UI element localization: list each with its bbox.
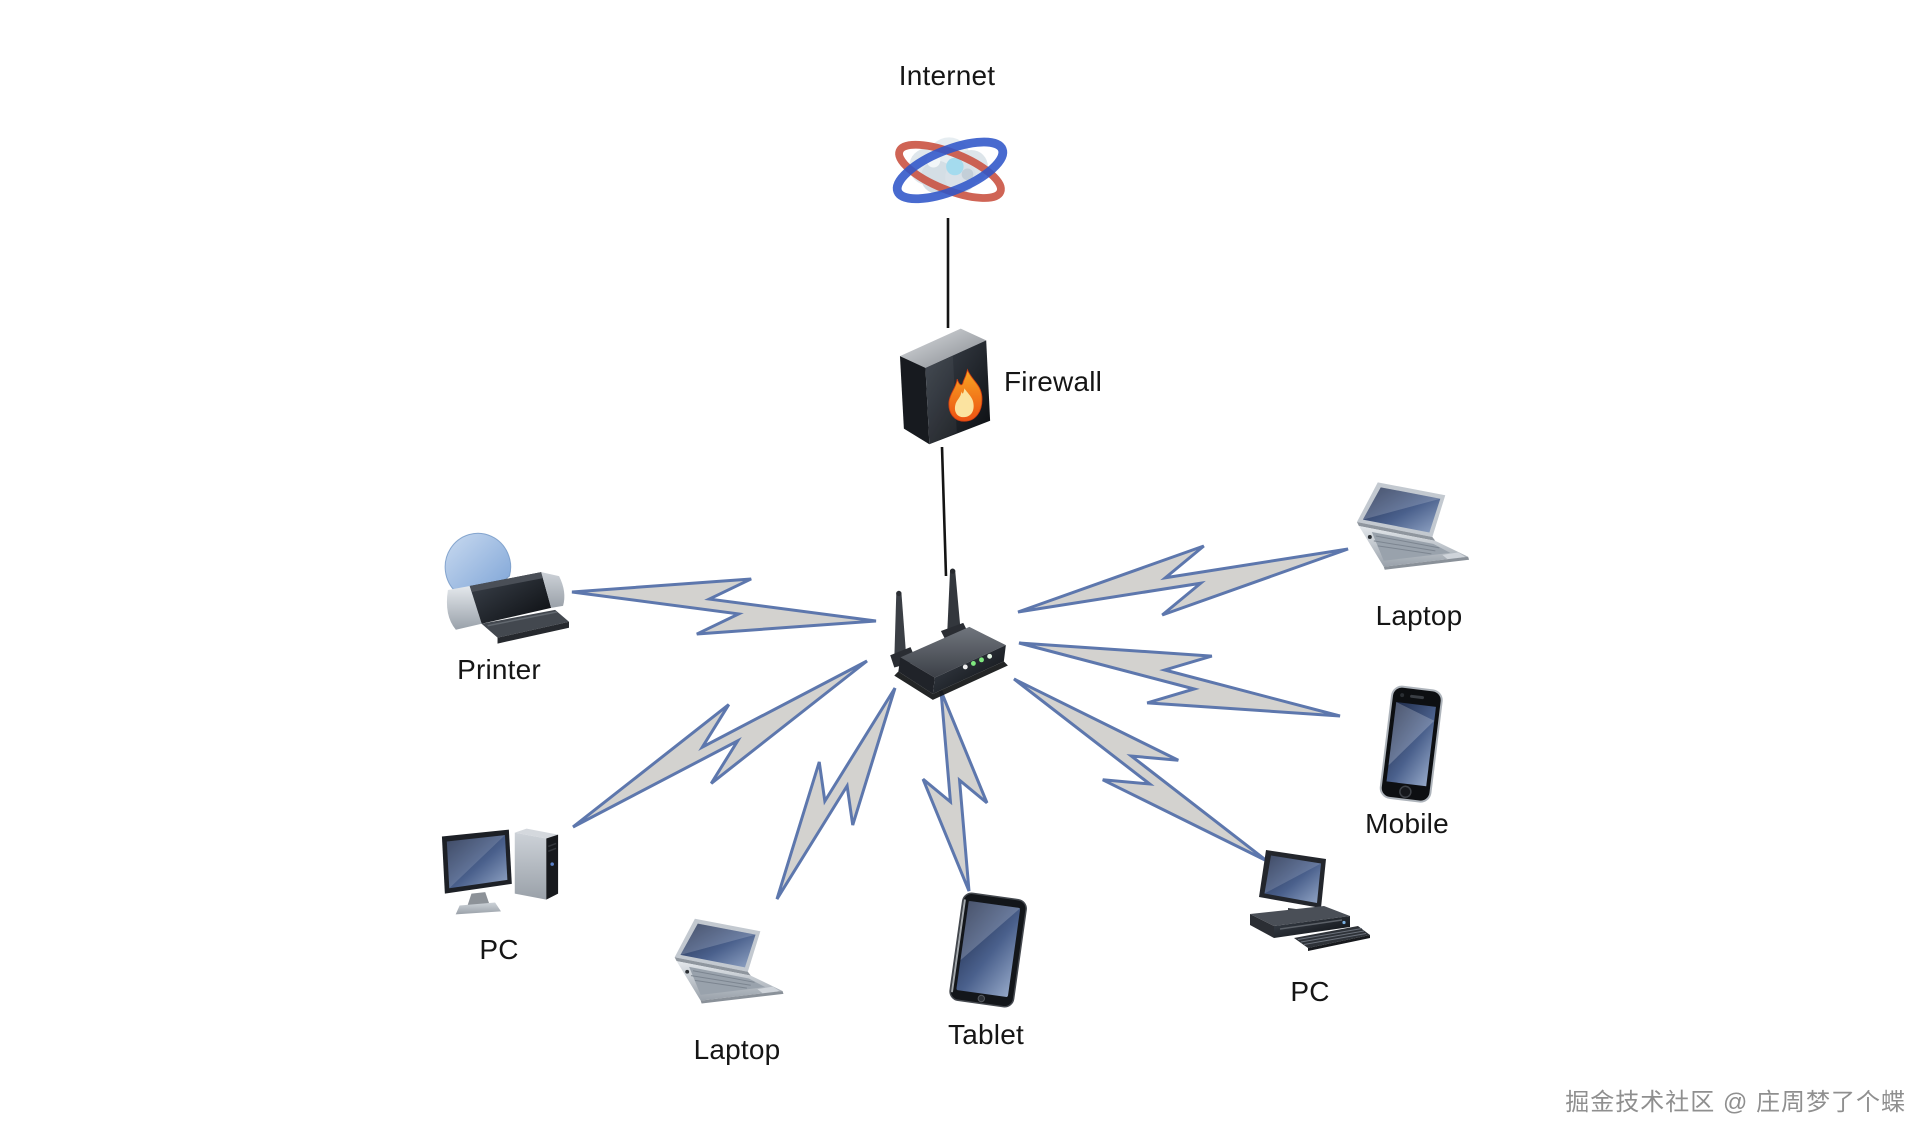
smartphone-icon (1378, 684, 1444, 804)
laptop-bottom-label: Laptop (693, 1034, 781, 1065)
desktop-pc-icon (1249, 849, 1371, 952)
laptop-top-label: Laptop (1375, 600, 1463, 631)
pc-left-label: PC (479, 934, 519, 965)
watermark-text: 掘金技术社区 @ 庄周梦了个蝶 (1565, 1089, 1906, 1116)
wireless-link-bolt (1012, 614, 1346, 745)
wireless-router-icon (890, 568, 1008, 700)
firewall-box-icon (899, 328, 991, 445)
firewall-label: Firewall (1004, 366, 1103, 397)
desktop-pc-icon (441, 827, 559, 916)
pc-right-label: PC (1290, 976, 1330, 1007)
wireless-link-bolt (558, 635, 881, 853)
internet-cloud-icon (886, 116, 1014, 218)
wireless-link-bolt (996, 655, 1284, 886)
wireless-link-bolt (569, 562, 879, 651)
tablet-label: Tablet (948, 1019, 1024, 1050)
wireless-link-bolt (911, 687, 998, 895)
wireless-link-bolt (1012, 520, 1353, 642)
printer-label: Printer (457, 654, 541, 685)
wired-link (940, 446, 948, 577)
laptop-icon (1356, 481, 1470, 571)
wireless-link-bolt (751, 673, 921, 913)
tablet-icon (947, 891, 1029, 1009)
internet-label: Internet (898, 60, 996, 91)
laptop-icon (674, 918, 784, 1004)
mobile-label: Mobile (1365, 808, 1449, 839)
printer-icon (444, 532, 570, 645)
